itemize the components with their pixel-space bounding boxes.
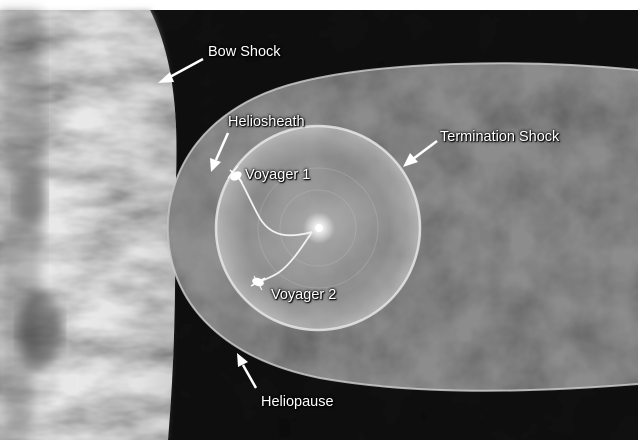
voyager-1-label: Voyager 1 (245, 167, 310, 184)
sun (315, 224, 323, 232)
bow-shock-label: Bow Shock (208, 44, 281, 61)
top-margin (0, 0, 638, 10)
voyager-2-label: Voyager 2 (271, 287, 336, 304)
bow-shock-region (0, 10, 177, 440)
heliopause-label: Heliopause (261, 394, 334, 411)
termination-shock-label: Termination Shock (440, 129, 559, 146)
heliosheath-label: Heliosheath (228, 114, 305, 131)
